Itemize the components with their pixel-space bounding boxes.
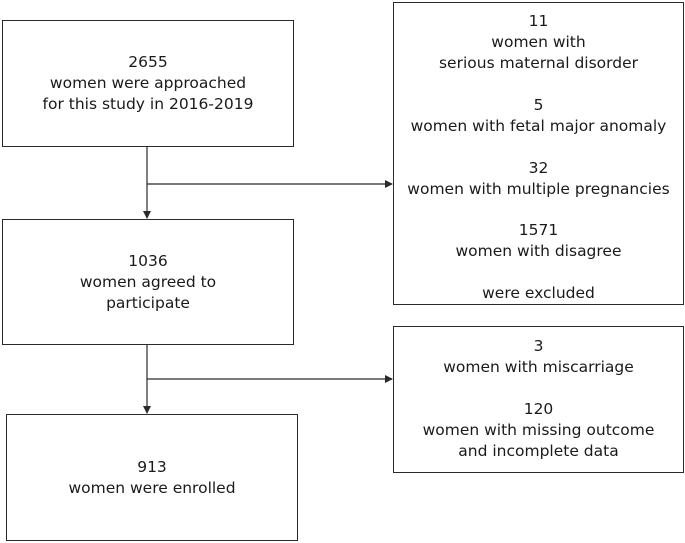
exclusion-anomaly-line1: women with fetal major anomaly — [410, 116, 667, 135]
exclusion-maternal-line2: serious maternal disorder — [438, 54, 639, 72]
exclusion-anomaly-count: 5 — [533, 95, 544, 114]
exclusion-maternal-count: 11 — [528, 12, 549, 30]
approached-line2: for this study in 2016-2019 — [42, 95, 254, 113]
agreed-count: 1036 — [128, 251, 168, 270]
exclusion-maternal-line1: women with — [491, 33, 586, 51]
exclusion-disagree-count: 1571 — [518, 221, 559, 240]
enrolled-line1: women were enrolled — [68, 478, 236, 497]
exclusions-box: 11 women with serious maternal disorder … — [393, 2, 684, 305]
enrolled-box: 913 women were enrolled — [6, 414, 298, 541]
approached-box: 2655 women were approached for this stud… — [2, 20, 294, 147]
removal-missing-line2: and incomplete data — [458, 442, 619, 460]
removals-box: 3 women with miscarriage 120 women with … — [393, 326, 684, 473]
removal-miscarriage-count: 3 — [533, 337, 544, 355]
agreed-box: 1036 women agreed to participate — [2, 219, 294, 345]
exclusion-multiple-count: 32 — [528, 158, 549, 177]
removal-missing-line1: women with missing outcome — [422, 421, 655, 439]
removal-missing-count: 120 — [523, 400, 554, 418]
approached-count: 2655 — [128, 53, 168, 71]
approached-line1: women were approached — [49, 74, 247, 92]
agreed-line2: participate — [106, 293, 190, 312]
exclusion-multiple-line1: women with multiple pregnancies — [407, 179, 670, 198]
removal-miscarriage-line1: women with miscarriage — [443, 358, 634, 376]
agreed-line1: women agreed to — [79, 272, 217, 291]
exclusion-footer: were excluded — [482, 284, 595, 302]
exclusion-disagree-line1: women with disagree — [455, 242, 622, 261]
enrolled-count: 913 — [137, 457, 167, 476]
